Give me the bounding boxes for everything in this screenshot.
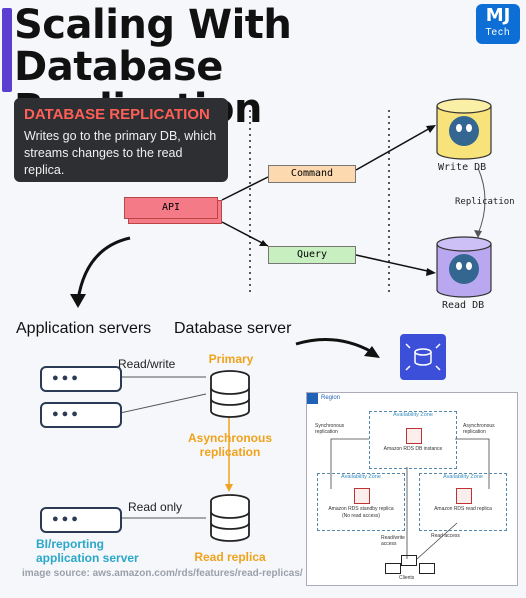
primary-db-icon <box>210 370 250 418</box>
to-aws-arrow <box>295 338 373 354</box>
bi-line-1: BI/reporting <box>36 537 104 551</box>
client-monitor-icon <box>385 563 401 574</box>
az-standby: Availability Zone Amazon RDS standby rep… <box>317 473 405 531</box>
title-accent-bar <box>2 8 12 92</box>
bi-line-2: application server <box>36 551 139 565</box>
bi-label: BI/reporting application server <box>36 537 139 565</box>
async-line-1: Asynchronous <box>187 431 272 445</box>
rds-replica-icon <box>456 488 472 504</box>
client-monitor-icon <box>401 555 417 566</box>
async-replication-label: Asynchronous replication <box>180 431 280 459</box>
read-only-label: Read only <box>128 500 183 514</box>
async-line-2: replication <box>199 445 261 459</box>
title-line-1: Scaling With <box>14 2 292 48</box>
arrowhead <box>426 268 436 276</box>
replica-db-icon <box>210 494 250 542</box>
image-source-caption: image source: aws.amazon.com/rds/feature… <box>22 568 303 579</box>
sync-repl-label: Synchronous replication <box>315 423 345 435</box>
client-monitor-icon <box>419 563 435 574</box>
async-repl-label: Asynchronous replication <box>463 423 495 435</box>
server-dots-icon: ●●● <box>52 408 81 420</box>
query-box: Query <box>268 246 356 264</box>
server-dots-icon: ●●● <box>52 372 81 384</box>
api-to-command-arrow <box>221 176 269 201</box>
aws-region-diagram: Region Availability Zone Amazon RDS DB i… <box>306 392 518 586</box>
logo-subtext: Tech <box>485 27 511 38</box>
info-body: Writes go to the primary DB, which strea… <box>24 129 217 177</box>
info-box: DATABASE REPLICATION Writes go to the pr… <box>14 98 228 182</box>
bi-server: ●●● <box>40 507 122 533</box>
arrowhead <box>225 484 233 492</box>
replication-arrow <box>477 167 486 235</box>
app-server-2: ●●● <box>40 402 122 428</box>
read-write-label: Read/write <box>118 357 176 371</box>
aws-connectors <box>330 438 490 560</box>
region-label: Region <box>321 395 341 401</box>
arrowhead <box>259 240 268 246</box>
arrowhead <box>426 125 436 133</box>
brand-logo: MJ Tech <box>476 4 520 44</box>
az-label: Availability Zone <box>443 474 483 480</box>
primary-label: Primary <box>208 352 254 366</box>
query-to-read-arrow <box>355 254 433 273</box>
write-db-label: Write DB <box>438 162 487 173</box>
rds-service-icon <box>400 334 446 380</box>
app-server-1: ●●● <box>40 366 122 392</box>
read-db-icon <box>436 236 492 298</box>
region-flag-icon <box>307 393 318 404</box>
down-curve-arrow <box>76 236 131 301</box>
app-servers-label: Application servers <box>16 320 152 337</box>
command-to-write-arrow <box>355 126 433 171</box>
rw-line-2 <box>119 393 207 414</box>
rw-access-label: Read/write access <box>381 535 405 547</box>
aws-read-replica-label: Amazon RDS read replica <box>434 506 492 512</box>
api-to-query-arrow <box>221 221 269 247</box>
read-replica-label: Read replica <box>194 550 266 564</box>
clients-label: Clients <box>399 575 415 581</box>
info-heading: DATABASE REPLICATION <box>24 106 210 123</box>
arrowhead <box>474 230 482 238</box>
az-primary: Availability Zone Amazon RDS DB instance <box>369 411 457 469</box>
db-instance-label: Amazon RDS DB instance <box>383 446 443 452</box>
command-box: Command <box>268 165 356 183</box>
read-access-label: Read access <box>431 533 460 539</box>
rds-standby-icon <box>354 488 370 504</box>
rds-instance-icon <box>406 428 422 444</box>
arrowhead <box>70 294 86 308</box>
standby-note: (No read access) <box>341 513 381 519</box>
db-server-label: Database server <box>174 320 292 337</box>
page-title: Scaling With Database Replication <box>14 4 474 130</box>
server-dots-icon: ●●● <box>52 513 81 525</box>
az-label: Availability Zone <box>341 474 381 480</box>
rds-glyph-icon <box>405 343 441 371</box>
logo-mark: MJ <box>485 5 511 26</box>
az-label: Availability Zone <box>393 412 433 418</box>
standby-label: Amazon RDS standby replica <box>328 506 394 512</box>
write-db-icon <box>436 98 492 160</box>
read-db-label: Read DB <box>442 300 485 311</box>
replication-label: Replication <box>455 197 515 207</box>
az-replica: Availability Zone Amazon RDS read replic… <box>419 473 507 531</box>
arrowhead <box>364 346 380 358</box>
api-box: API <box>124 197 218 219</box>
